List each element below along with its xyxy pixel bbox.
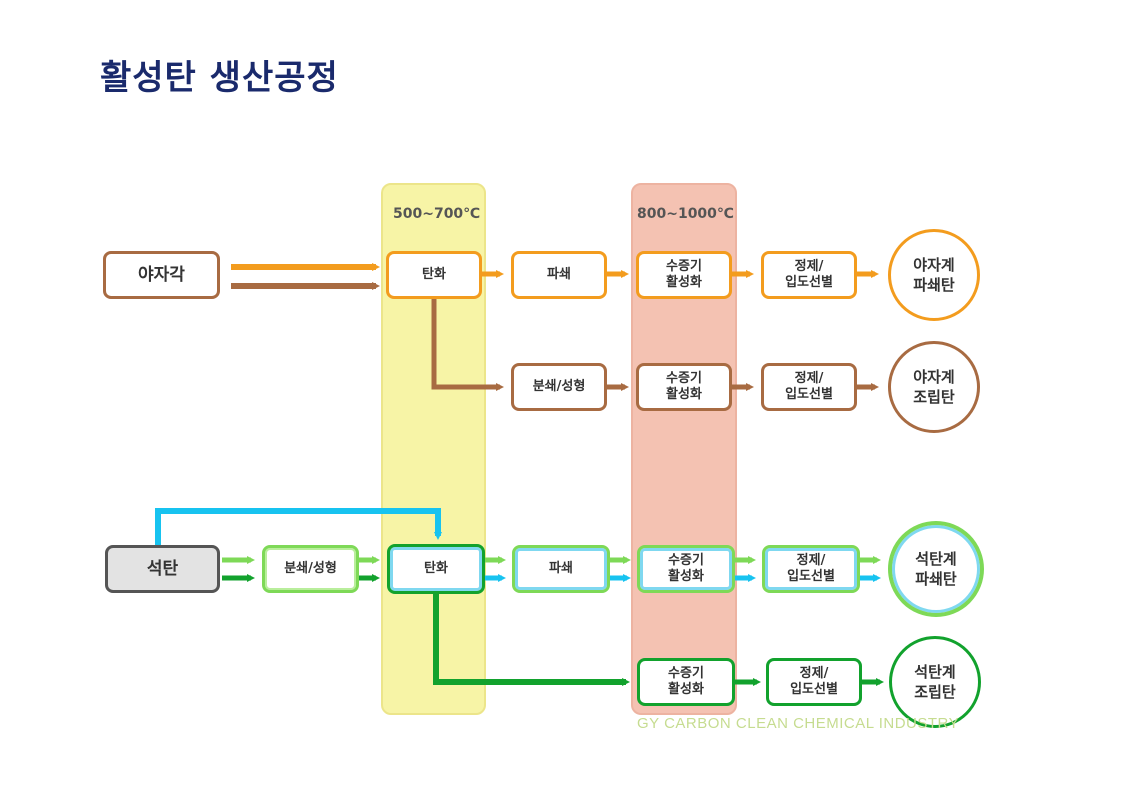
raw-coconut-shell: 야자각 (103, 251, 220, 299)
coal-refine-1: 정제/ 입도선별 (762, 545, 860, 593)
coal-crush: 파쇄 (512, 545, 610, 593)
coal-assembled-product: 석탄계 조립탄 (889, 636, 981, 728)
coal-refine-2: 정제/ 입도선별 (766, 658, 862, 706)
coconut-assembled-product: 야자계 조립탄 (888, 341, 980, 433)
coal-crushed-product: 석탄계 파쇄탄 (888, 521, 984, 617)
coconut-refine-1: 정제/ 입도선별 (761, 251, 857, 299)
coal-activation-1: 수증기 활성화 (637, 545, 735, 593)
coal-activation-2: 수증기 활성화 (637, 658, 735, 706)
carbonization-temperature: 500~700℃ (393, 206, 481, 222)
coconut-refine-2: 정제/ 입도선별 (761, 363, 857, 411)
coconut-grind-form: 분쇄/성형 (511, 363, 607, 411)
coal-grind-form: 분쇄/성형 (262, 545, 359, 593)
coal-carbonization: 탄화 (387, 544, 485, 594)
activation-temperature: 800~1000℃ (637, 206, 734, 222)
company-footer: GY CARBON CLEAN CHEMICAL INDUSTRY (637, 715, 960, 732)
page-title: 활성탄 생산공정 (100, 58, 339, 98)
coconut-activation-2: 수증기 활성화 (636, 363, 732, 411)
coconut-activation-1: 수증기 활성화 (636, 251, 732, 299)
coconut-crush: 파쇄 (511, 251, 607, 299)
coconut-crushed-product: 야자계 파쇄탄 (888, 229, 980, 321)
raw-coal: 석탄 (105, 545, 220, 593)
coconut-carbonization: 탄화 (386, 251, 482, 299)
